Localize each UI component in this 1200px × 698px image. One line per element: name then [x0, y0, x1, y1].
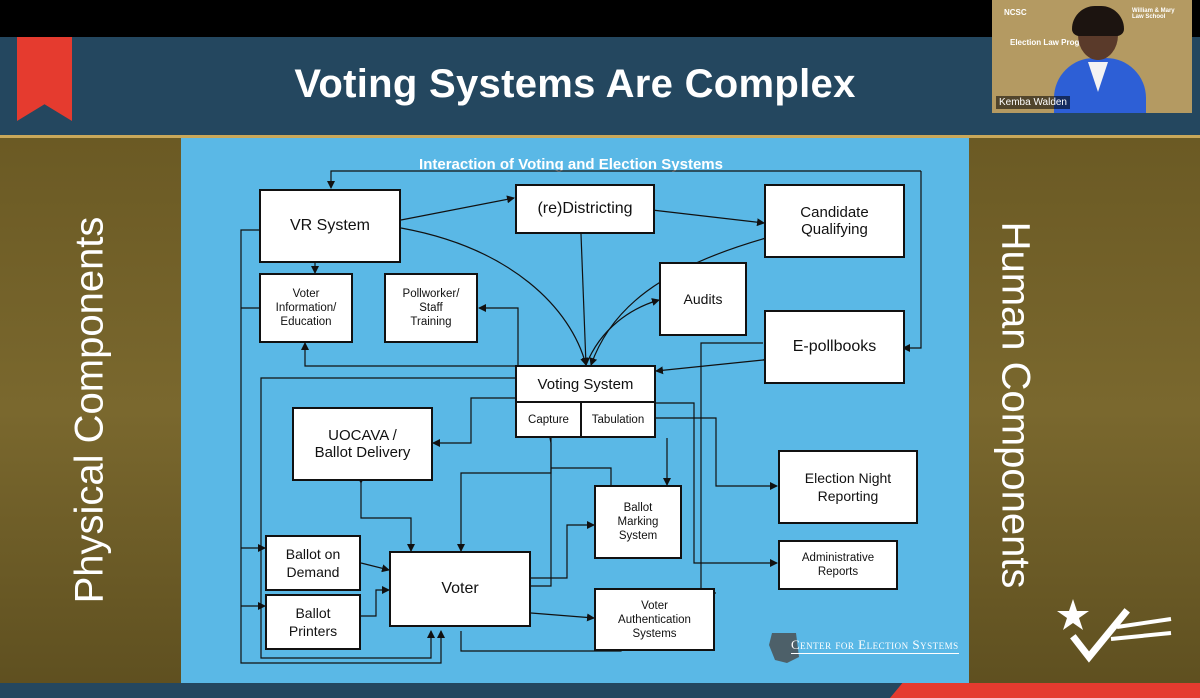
voting-system-box: Voting System	[515, 365, 656, 403]
speaker-video-thumbnail[interactable]: NCSC Election Law Program William & Mary…	[992, 0, 1192, 113]
pollworker-training-box: Pollworker/ Staff Training	[384, 273, 478, 343]
backdrop-text-3: William & Mary Law School	[1132, 8, 1175, 20]
voter-box: Voter	[389, 551, 531, 627]
left-side-panel	[0, 138, 181, 683]
header-divider	[0, 135, 1200, 138]
epollbooks-box: E-pollbooks	[764, 310, 905, 384]
center-for-election-systems-logo: Center for Election Systems	[769, 633, 959, 663]
administrative-reports-box: Administrative Reports	[778, 540, 898, 590]
voter-information-box: Voter Information/ Education	[259, 273, 353, 343]
logo-underline	[791, 653, 959, 654]
right-side-panel	[969, 138, 1200, 683]
slide-title: Voting Systems Are Complex	[294, 62, 856, 106]
voter-authentication-box: Voter Authentication Systems	[594, 588, 715, 651]
physical-components-label: Physical Components	[67, 216, 112, 604]
vr-system-box: VR System	[259, 189, 401, 263]
human-components-label: Human Components	[993, 221, 1038, 589]
audits-box: Audits	[659, 262, 747, 336]
star-checkmark-logo-icon	[1057, 599, 1172, 663]
logo-text: Center for Election Systems	[791, 637, 959, 652]
uocava-box: UOCAVA / Ballot Delivery	[292, 407, 433, 481]
backdrop-text-1: NCSC	[1004, 8, 1027, 17]
ballot-on-demand-box: Ballot on Demand	[265, 535, 361, 591]
ballot-marking-box: Ballot Marking System	[594, 485, 682, 559]
speaker-name-label: Kemba Walden	[996, 96, 1070, 109]
capture-box: Capture	[515, 401, 582, 438]
election-night-reporting-box: Election Night Reporting	[778, 450, 918, 524]
speaker-hair	[1072, 6, 1124, 36]
bottom-accent	[890, 683, 1200, 698]
redistricting-box: (re)Districting	[515, 184, 655, 234]
candidate-qualifying-box: Candidate Qualifying	[764, 184, 905, 258]
voting-systems-diagram: Interaction of Voting and Election Syste…	[181, 138, 969, 683]
backdrop-text-2: Election Law Program	[1010, 38, 1095, 47]
ballot-printers-box: Ballot Printers	[265, 594, 361, 650]
diagram-subtitle: Interaction of Voting and Election Syste…	[419, 156, 723, 173]
tabulation-box: Tabulation	[580, 401, 656, 438]
